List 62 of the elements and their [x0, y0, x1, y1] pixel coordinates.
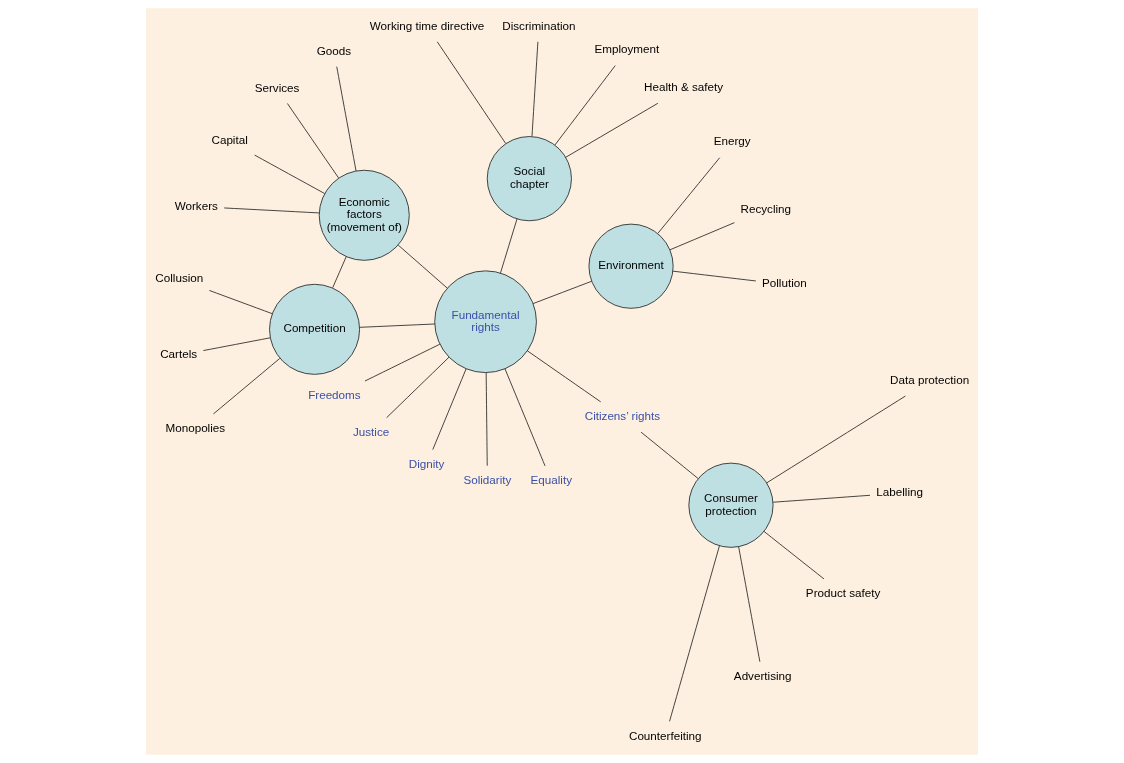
node-text: Data protection [890, 372, 970, 386]
connector [254, 154, 325, 194]
connector [669, 545, 720, 722]
node-text: Energy [713, 134, 751, 148]
node-text: Capital [211, 133, 248, 147]
node-text: Freedoms [308, 388, 361, 402]
connector [203, 337, 271, 351]
connector [386, 356, 450, 419]
connector [766, 395, 906, 484]
node-text: Solidarity [463, 473, 512, 487]
node-text: Recycling [740, 201, 792, 215]
node-text: Monopolies [165, 421, 226, 435]
node-text: Equality [530, 473, 572, 487]
connector [364, 343, 441, 382]
node-circle: Fundamental rights [434, 270, 537, 373]
connector [526, 350, 602, 403]
connector [287, 103, 339, 179]
connector [565, 102, 659, 158]
connector [531, 41, 539, 137]
connector [336, 66, 357, 172]
connector [432, 368, 467, 451]
connector [332, 256, 347, 289]
connector [359, 323, 436, 328]
node-text: Employment [594, 42, 660, 56]
connector [223, 207, 320, 214]
connector [772, 494, 871, 503]
connector [213, 358, 281, 415]
connector [763, 531, 825, 580]
node-circle: Consumer protection [688, 462, 774, 548]
connector [485, 372, 488, 467]
node-text: Citizens’ rights [584, 409, 661, 423]
node-text: Advertising [733, 669, 792, 682]
node-text: Pollution [762, 276, 807, 290]
connector [554, 65, 616, 146]
node-circle: Competition [269, 283, 360, 375]
connector [640, 431, 699, 479]
connector [209, 290, 273, 315]
node-text: Goods [316, 43, 352, 57]
node-text: Discrimination [502, 18, 576, 32]
connector [669, 222, 735, 251]
node-circle: Environment [588, 223, 674, 309]
node-text: Workers [174, 198, 218, 212]
connector [532, 280, 592, 304]
connector [738, 546, 761, 663]
node-text: Collusion [155, 271, 204, 285]
connector [397, 244, 448, 289]
node-circle: Economic factors (movement of) [318, 169, 410, 261]
node-text: Product safety [805, 586, 881, 600]
node-circle: Social chapter [486, 136, 572, 222]
node-text: Justice [352, 424, 390, 438]
node-text: Health & safety [644, 80, 724, 94]
node-text: Labelling [876, 485, 924, 499]
node-text: Services [254, 80, 300, 94]
connector [672, 270, 757, 282]
node-text: Dignity [408, 456, 445, 470]
node-text: Working time directive [369, 18, 485, 32]
connector [657, 157, 721, 234]
node-text: Counterfeiting [628, 728, 702, 742]
connector [504, 368, 546, 467]
connector [436, 41, 507, 144]
connector [500, 218, 518, 274]
node-text: Cartels [160, 347, 198, 361]
